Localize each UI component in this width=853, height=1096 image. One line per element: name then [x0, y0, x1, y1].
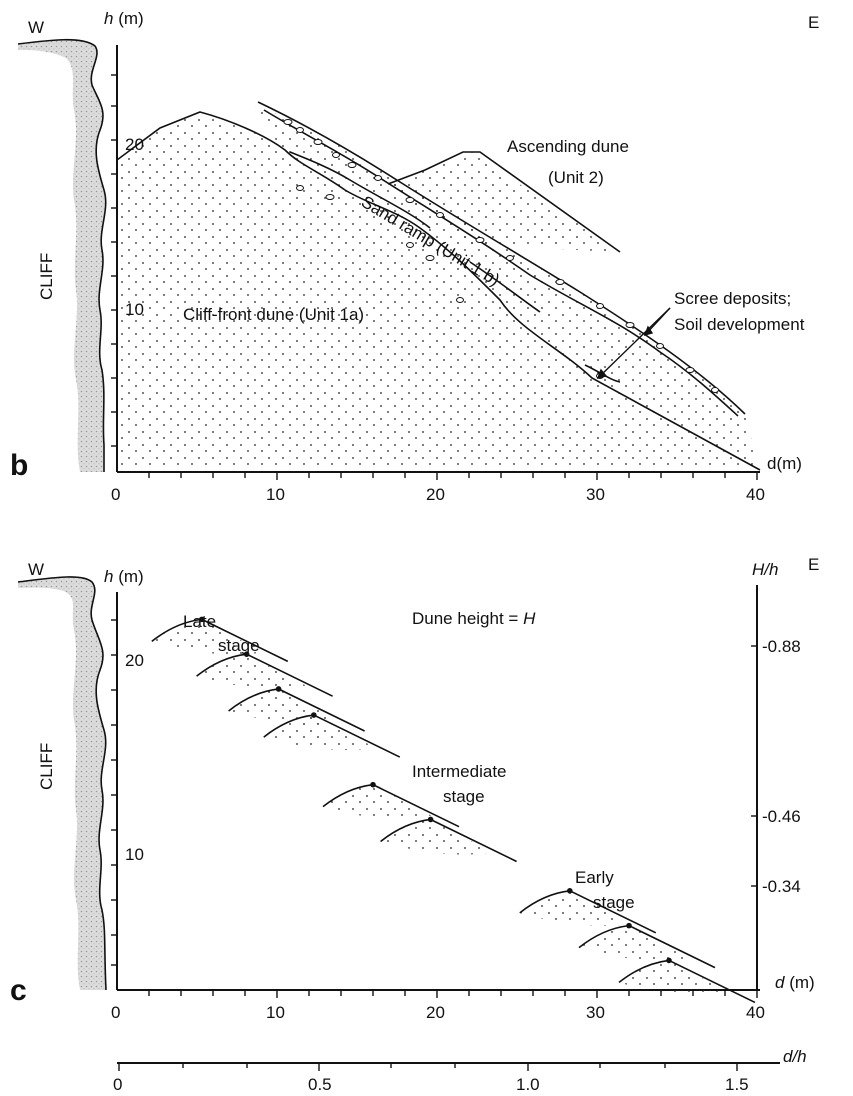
panel-c: W E h (m) H/h CLIFF — [10, 555, 819, 1094]
x-tick-20-b: 20 — [426, 485, 445, 504]
ramp-lower-outline-b — [263, 109, 739, 417]
stage-dune-body — [228, 688, 341, 724]
east-label-c: E — [808, 555, 819, 574]
x2-tick-0: 0 — [113, 1075, 122, 1094]
stage-dune-6 — [380, 816, 517, 863]
intermediate-stage-label-2: stage — [443, 787, 485, 806]
dune-height-label: Dune height = H — [412, 609, 536, 628]
stage-dune-body — [196, 654, 309, 690]
east-label-b: E — [808, 13, 819, 32]
cliff-front-dune-b — [117, 112, 760, 470]
stage-dune-crest — [370, 781, 376, 788]
x2-tick-15: 1.5 — [725, 1075, 749, 1094]
y-tick-20-c: 20 — [125, 651, 144, 670]
x-axis-label-b: d(m) — [767, 454, 802, 473]
cliff-edge-c — [17, 576, 107, 991]
early-stage-label-1: Early — [575, 868, 614, 887]
stage-dune-7 — [519, 888, 657, 934]
x2-ticks-c — [118, 1063, 738, 1071]
stage-dune-body — [380, 819, 493, 855]
stage-dune-1 — [151, 616, 289, 663]
stage-dune-body — [151, 619, 264, 655]
y-axis-label-c: h (m) — [104, 567, 144, 586]
cliff-front-dune-label: Cliff-front dune (Unit 1a) — [183, 305, 364, 324]
stage-dune-4 — [263, 712, 401, 758]
x-tick-30-c: 30 — [586, 1003, 605, 1022]
x-tick-10-b: 10 — [266, 485, 285, 504]
scree-arrows — [596, 307, 671, 380]
panel-label-c: c — [10, 974, 27, 1007]
stage-dune-crest — [567, 888, 573, 894]
right-tick-088: -0.88 — [762, 637, 801, 656]
sand-ramp-body-b — [255, 104, 760, 470]
cliff-edge-b — [17, 38, 107, 472]
stage-dune-crest — [311, 712, 317, 718]
x-tick-0-b: 0 — [111, 485, 120, 504]
y-tick-10-c: 10 — [125, 845, 144, 864]
x-tick-40-b: 40 — [746, 485, 765, 504]
ascending-dune-body-b — [388, 152, 620, 252]
x2-tick-10: 1.0 — [516, 1075, 540, 1094]
x-axis-label-c: d (m) — [775, 973, 815, 992]
ascending-dune-unit-label: (Unit 2) — [548, 168, 604, 187]
x-tick-20-c: 20 — [426, 1003, 445, 1022]
x2-tick-05: 0.5 — [308, 1075, 332, 1094]
panel-b: W E h (m) CLIFF — [10, 9, 819, 504]
y-axis-label-b: h (m) — [104, 9, 144, 28]
x-ticks-b — [148, 472, 758, 480]
stage-dune-body — [579, 925, 691, 961]
cliff-c — [18, 576, 106, 990]
x-tick-10-c: 10 — [266, 1003, 285, 1022]
stage-dune-8 — [578, 922, 716, 969]
y-tick-20-b: 20 — [125, 135, 144, 154]
west-label-b: W — [28, 18, 44, 37]
right-tick-034: -0.34 — [762, 877, 801, 896]
west-label-c: W — [28, 560, 44, 579]
cliff-label-b: CLIFF — [37, 253, 56, 300]
x-tick-30-b: 30 — [586, 485, 605, 504]
cliff-b — [18, 39, 106, 473]
stage-dune-body — [263, 715, 376, 751]
x-tick-40-c: 40 — [746, 1003, 765, 1022]
right-tick-046: -0.46 — [762, 807, 801, 826]
stage-dune-crest — [199, 616, 205, 623]
stage-dune-crest — [275, 686, 282, 692]
stage-dune-crest — [243, 651, 250, 657]
stage-dune-crest — [427, 816, 434, 823]
right-ticks-c — [751, 645, 757, 887]
stage-dune-body — [323, 784, 435, 820]
soil-label: Soil development — [674, 315, 805, 334]
x2-axis-label-c: d/h — [783, 1047, 807, 1066]
ascending-dune-label: Ascending dune — [507, 137, 629, 156]
y-ticks-b — [111, 74, 117, 447]
y-tick-10-b: 10 — [125, 300, 144, 319]
stage-dune-9 — [618, 957, 756, 1004]
stage-dunes — [151, 616, 756, 1004]
scree-label: Scree deposits; — [674, 289, 791, 308]
scree-lens-1-b — [289, 151, 431, 229]
stage-dune-body — [619, 960, 731, 996]
stage-dune-2 — [196, 651, 333, 697]
stage-dune-crest — [626, 922, 632, 929]
right-axis-label-c: H/h — [752, 560, 778, 579]
stage-dune-5 — [322, 781, 460, 828]
panel-label-b: b — [10, 449, 28, 482]
intermediate-stage-label-1: Intermediate — [412, 762, 507, 781]
y-ticks-c — [111, 619, 117, 966]
ascending-dune-outline-b — [387, 151, 621, 253]
stage-dune-body — [519, 890, 632, 926]
x-tick-0-c: 0 — [111, 1003, 120, 1022]
cliff-label-c: CLIFF — [37, 743, 56, 790]
cliff-front-dune-outline-b — [116, 111, 761, 471]
stage-dune-crest — [666, 957, 672, 964]
ramp-upper-outline-b — [257, 101, 746, 415]
